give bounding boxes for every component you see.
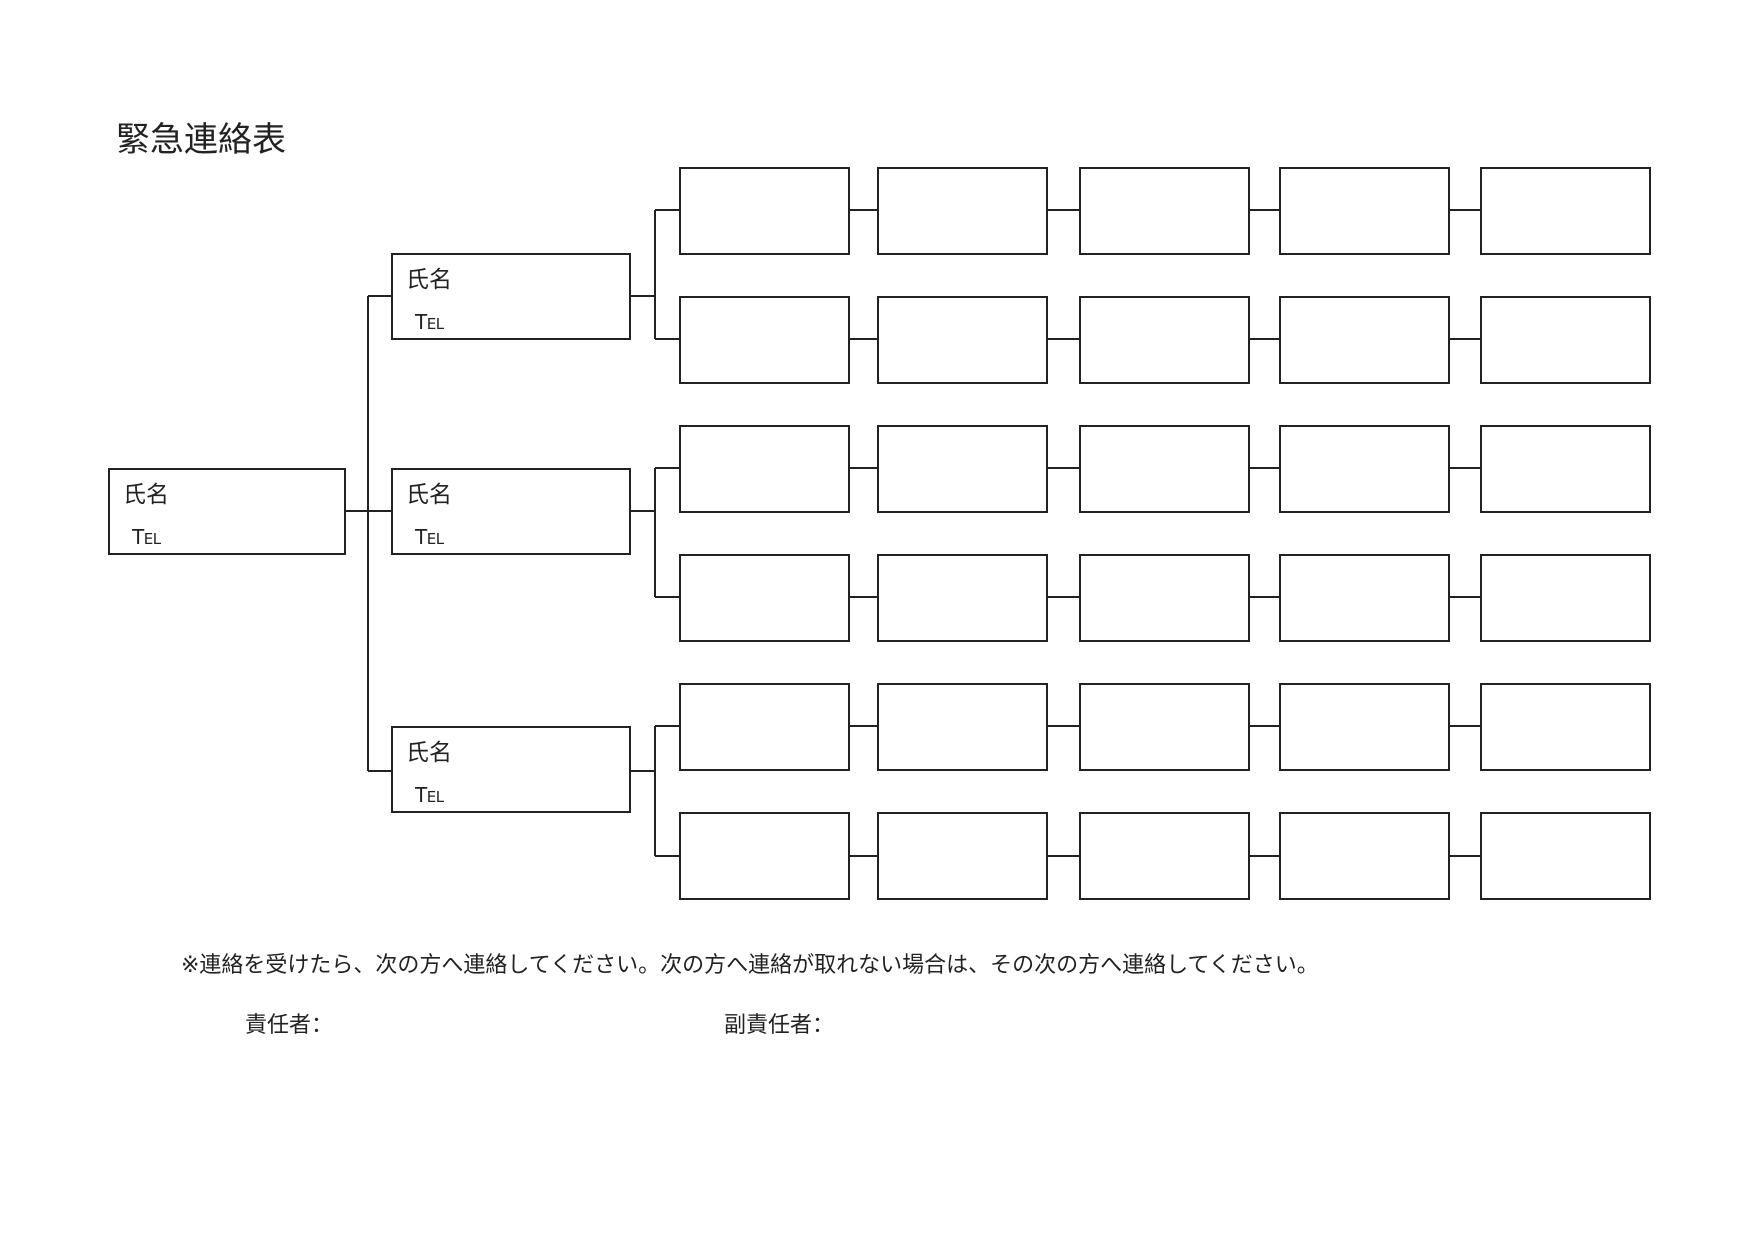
- chain-contact-box: [877, 296, 1048, 384]
- connector-line: [368, 770, 392, 772]
- chain-contact-box: [679, 296, 850, 384]
- root-contact-box: 氏名 TEL: [108, 468, 346, 555]
- connector-line: [1449, 596, 1481, 598]
- chain-contact-box: [1480, 167, 1651, 255]
- connector-line: [1249, 338, 1280, 340]
- chain-contact-box: [679, 812, 850, 900]
- chain-contact-box: [1480, 683, 1651, 771]
- branch-line: [654, 468, 656, 597]
- connector-line: [849, 855, 878, 857]
- chain-contact-box: [679, 167, 850, 255]
- connector-line: [368, 295, 392, 297]
- chain-contact-box: [1480, 425, 1651, 513]
- connector-line: [849, 209, 878, 211]
- chain-contact-box: [1279, 167, 1450, 255]
- connector-line: [849, 338, 878, 340]
- connector-line: [655, 596, 680, 598]
- connector-line: [1047, 596, 1080, 598]
- chain-contact-box: [1079, 167, 1250, 255]
- chain-contact-box: [1279, 554, 1450, 642]
- connector-line: [1249, 596, 1280, 598]
- level1-contact-box-3: 氏名 TEL: [391, 726, 631, 813]
- connector-line: [655, 467, 680, 469]
- chain-contact-box: [1279, 683, 1450, 771]
- chain-contact-box: [1279, 296, 1450, 384]
- tel-label: TEL: [415, 783, 444, 807]
- chain-contact-box: [1279, 425, 1450, 513]
- chain-contact-box: [877, 425, 1048, 513]
- instruction-note: ※連絡を受けたら、次の方へ連絡してください。次の方へ連絡が取れない場合は、その次…: [181, 953, 1319, 978]
- tel-label: TEL: [415, 525, 444, 549]
- connector-line: [1449, 725, 1481, 727]
- connector-line: [1249, 467, 1280, 469]
- name-label: 氏名: [406, 267, 452, 293]
- chain-contact-box: [1079, 812, 1250, 900]
- connector-line: [655, 725, 680, 727]
- connector-line: [1449, 209, 1481, 211]
- connector-line: [655, 209, 680, 211]
- responsible-label: 責任者：: [245, 1013, 334, 1038]
- chain-contact-box: [1079, 296, 1250, 384]
- connector-line: [1047, 725, 1080, 727]
- connector-line: [849, 596, 878, 598]
- connector-line: [849, 467, 878, 469]
- chain-contact-box: [1079, 683, 1250, 771]
- branch-line: [654, 210, 656, 339]
- connector-line: [1449, 338, 1481, 340]
- connector-line: [1047, 338, 1080, 340]
- vice-responsible-label: 副責任者：: [724, 1013, 835, 1038]
- name-label: 氏名: [123, 482, 169, 508]
- connector-line: [1449, 467, 1481, 469]
- chain-contact-box: [1279, 812, 1450, 900]
- connector-line: [630, 295, 655, 297]
- connector-line: [1249, 209, 1280, 211]
- connector-line: [1047, 209, 1080, 211]
- connector-line: [630, 770, 655, 772]
- connector-line: [1047, 855, 1080, 857]
- level1-contact-box-1: 氏名 TEL: [391, 253, 631, 340]
- chain-contact-box: [1079, 425, 1250, 513]
- tel-label: TEL: [132, 525, 161, 549]
- connector-line: [630, 510, 655, 512]
- connector-line: [1449, 855, 1481, 857]
- connector-line: [655, 855, 680, 857]
- chain-contact-box: [877, 812, 1048, 900]
- chain-contact-box: [1079, 554, 1250, 642]
- connector-line: [345, 510, 368, 512]
- chain-contact-box: [1480, 812, 1651, 900]
- chain-contact-box: [679, 554, 850, 642]
- chain-contact-box: [679, 425, 850, 513]
- page-title: 緊急連絡表: [116, 120, 286, 160]
- name-label: 氏名: [406, 482, 452, 508]
- trunk-line: [367, 296, 369, 771]
- chain-contact-box: [679, 683, 850, 771]
- connector-line: [368, 510, 392, 512]
- name-label: 氏名: [406, 740, 452, 766]
- connector-line: [1249, 855, 1280, 857]
- tel-label: TEL: [415, 310, 444, 334]
- chain-contact-box: [1480, 554, 1651, 642]
- chain-contact-box: [877, 683, 1048, 771]
- chain-contact-box: [877, 554, 1048, 642]
- branch-line: [654, 726, 656, 856]
- connector-line: [849, 725, 878, 727]
- connector-line: [1047, 467, 1080, 469]
- chain-contact-box: [877, 167, 1048, 255]
- chain-contact-box: [1480, 296, 1651, 384]
- connector-line: [1249, 725, 1280, 727]
- connector-line: [655, 338, 680, 340]
- level1-contact-box-2: 氏名 TEL: [391, 468, 631, 555]
